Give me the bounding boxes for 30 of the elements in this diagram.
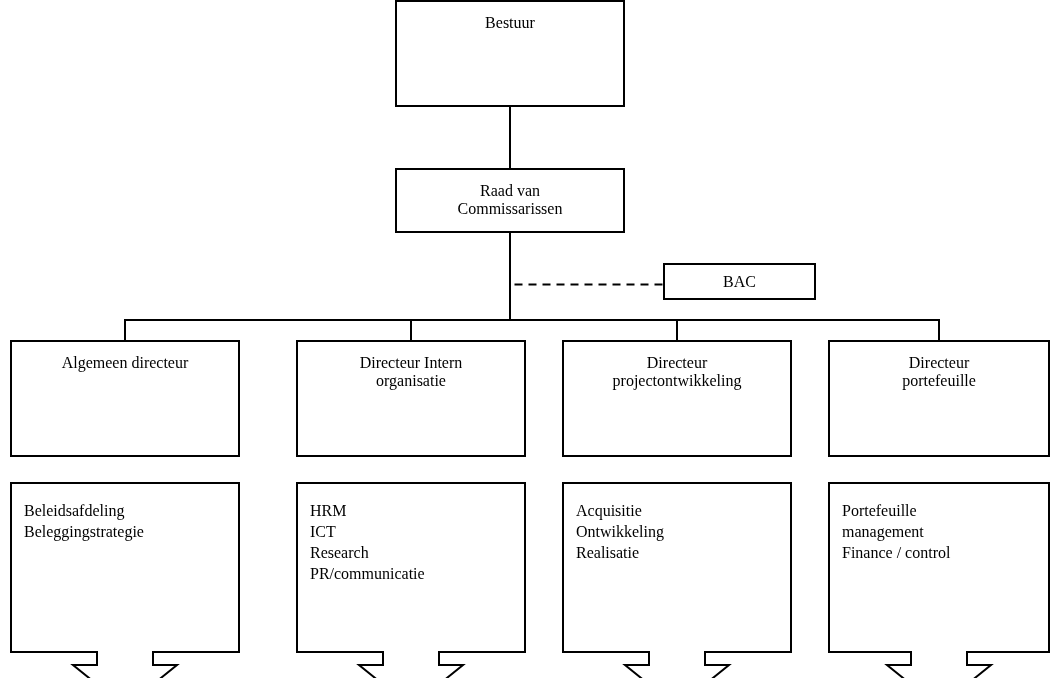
box-label: PR/communicatie — [310, 564, 426, 584]
box-label: Bestuur — [485, 14, 535, 32]
box-label: Algemeen directeur — [61, 354, 189, 372]
org-box — [562, 340, 792, 457]
box-label: BAC — [723, 272, 756, 291]
callout-box — [562, 482, 792, 678]
connector-line — [509, 106, 511, 169]
box-label: Beleidsafdeling — [24, 501, 126, 521]
box-label: Raad van Commissarissen — [456, 182, 564, 218]
box-label: Directeur projectontwikkeling — [611, 354, 743, 390]
org-box — [663, 263, 816, 300]
box-label: Finance / control — [842, 543, 952, 563]
box-label: Beleggingstrategie — [24, 522, 145, 542]
callout-box — [10, 482, 240, 678]
callout-box — [296, 482, 526, 678]
org-box — [296, 340, 526, 457]
org-box — [828, 340, 1050, 457]
box-label: Ontwikkeling — [576, 522, 665, 542]
box-label: Portefeuille management — [842, 501, 925, 542]
box-label: ICT — [310, 522, 337, 542]
org-box — [10, 340, 240, 457]
box-label: Directeur portefeuille — [901, 354, 977, 390]
callout-box — [828, 482, 1050, 678]
box-label: HRM — [310, 501, 348, 521]
box-label: Realisatie — [576, 543, 641, 563]
org-box — [395, 0, 625, 107]
org-box — [395, 168, 625, 233]
box-label: Research — [310, 543, 370, 563]
box-label: Acquisitie — [576, 501, 643, 521]
box-label: Directeur Intern organisatie — [358, 354, 464, 390]
